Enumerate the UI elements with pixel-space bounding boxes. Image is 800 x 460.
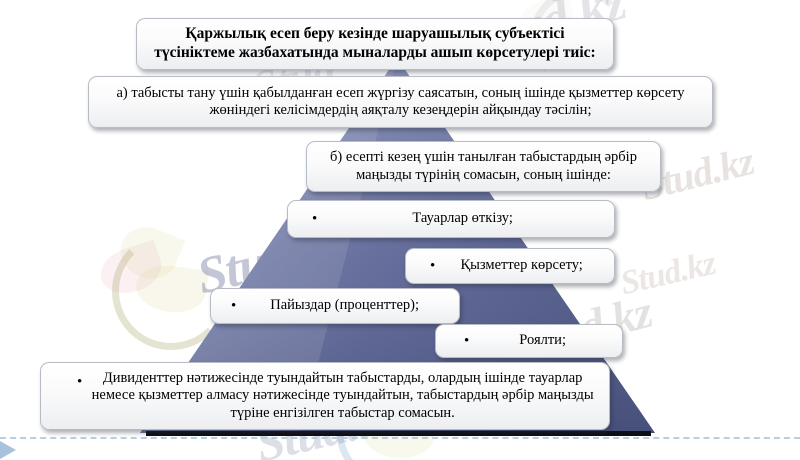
bullet-services-text: Қызметтер көрсету; [460,257,583,274]
item-b-callout-box: б) есепті кезең үшін танылған табыстарды… [306,141,661,192]
bullet-glyph-icon: • [464,332,470,349]
item-a-callout-box: а) табысты тану үшін қабылданған есеп жү… [88,76,713,128]
title-callout-box: Қаржылық есеп беру кезінде шаруашылық су… [136,18,614,70]
bullet-glyph-icon: • [77,374,83,390]
bullet-goods-text: Тауарлар өткізу; [412,210,513,227]
title-callout-text: Қаржылық есеп беру кезінде шаруашылық су… [154,25,596,61]
bullet-callout-services: • Қызметтер көрсету; [405,248,615,284]
bullet-dividends-text: Дивиденттер нәтижесінде туындайтын табыс… [91,369,594,421]
bullet-glyph-icon: • [231,297,237,314]
item-a-text: а) табысты тану үшін қабылданған есеп жү… [116,84,685,118]
bullet-glyph-icon: • [430,257,436,274]
bullet-glyph-icon: • [312,210,318,227]
play-triangle-marker-icon [0,441,16,459]
bullet-callout-dividends: • Дивиденттер нәтижесінде туындайтын таб… [40,362,610,430]
bullet-interest-text: Пайыздар (проценттер); [270,297,420,314]
dashed-guide-line [0,437,800,439]
bullet-callout-goods: • Тауарлар өткізу; [287,200,615,238]
bullet-callout-interest: • Пайыздар (проценттер); [210,288,460,324]
bullet-callout-royalty: • Роялти; [435,324,623,358]
bullet-royalty-text: Роялти; [519,332,566,349]
item-b-text: б) есепті кезең үшін танылған табыстарды… [330,149,637,183]
